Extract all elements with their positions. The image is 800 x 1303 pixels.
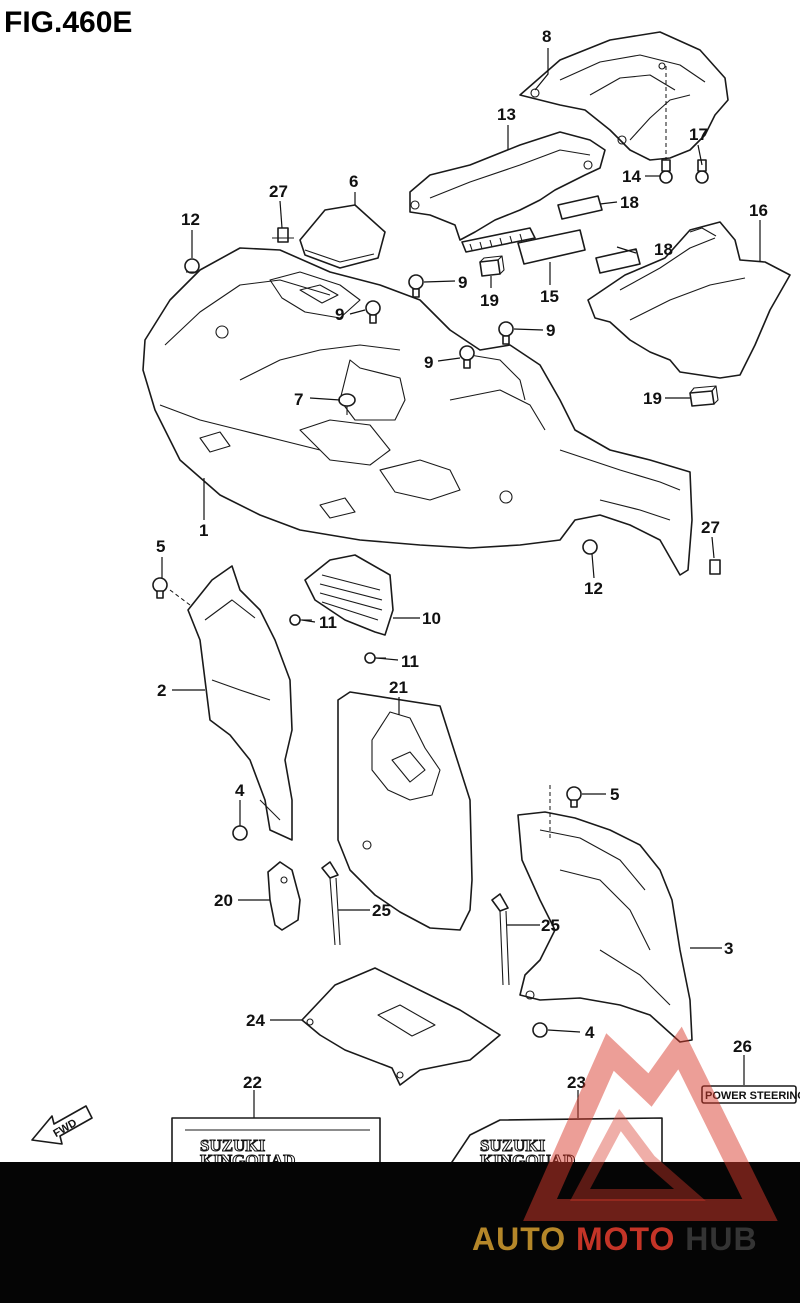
part-2-inner-fender-left [187, 565, 293, 841]
part-26-power-steering-label: POWER STEERING [701, 1085, 800, 1104]
part-1-front-fender [142, 247, 693, 576]
bottom-bar [0, 1162, 800, 1303]
fastener-4b [532, 1022, 548, 1038]
fastener-9d [459, 345, 475, 369]
callout-5a: 5 [156, 537, 165, 556]
part-21-panel [337, 691, 473, 931]
fastener-5a [152, 577, 168, 599]
callout-7: 7 [294, 390, 303, 409]
callout-25b: 25 [541, 916, 560, 935]
callout-labels: 8 13 17 14 18 6 27 12 16 9 18 9 19 15 9 … [156, 27, 768, 1092]
watermark-logo-mark [523, 1026, 778, 1221]
callout-21: 21 [389, 678, 408, 697]
fastener-5b [566, 786, 582, 808]
callout-20: 20 [214, 891, 233, 910]
part-16-inner-fender [587, 221, 791, 379]
watermark-moto: MOTO [576, 1221, 675, 1257]
fastener-11a [289, 614, 312, 626]
fastener-12b [582, 539, 598, 555]
part-8-rear-cover [519, 31, 729, 161]
callout-25a: 25 [372, 901, 391, 920]
callout-18a: 18 [620, 193, 639, 212]
part-15-plate [517, 229, 586, 265]
callout-24: 24 [246, 1011, 265, 1030]
callout-27a: 27 [269, 182, 288, 201]
part-20-bracket [267, 861, 301, 931]
callout-11b: 11 [401, 652, 419, 671]
callout-9a: 9 [458, 273, 467, 292]
fastener-4a [232, 825, 248, 841]
callout-4b: 4 [585, 1023, 595, 1042]
callout-15: 15 [540, 287, 559, 306]
callout-10: 10 [422, 609, 441, 628]
part-25a-cable-tie [321, 861, 341, 946]
watermark-auto: AUTO [472, 1221, 566, 1257]
callout-3: 3 [724, 939, 733, 958]
callout-16: 16 [749, 201, 768, 220]
callout-17: 17 [689, 125, 708, 144]
fastener-9a [408, 274, 424, 298]
watermark: AUTO MOTO HUB [472, 1026, 778, 1257]
callout-26: 26 [733, 1037, 752, 1056]
callout-23: 23 [567, 1073, 586, 1092]
part-19a-block [479, 255, 505, 277]
fastener-11b [364, 652, 386, 664]
fastener-9c [498, 321, 514, 345]
callout-27b: 27 [701, 518, 720, 537]
decal-suzuki-right: SUZUKI [480, 1136, 546, 1155]
part-18b-strip [595, 248, 641, 274]
callout-8: 8 [542, 27, 551, 46]
callout-11a: 11 [319, 613, 337, 632]
leader-lines [161, 48, 761, 1118]
callout-5b: 5 [610, 785, 619, 804]
part-19b-block [689, 385, 719, 407]
callout-1: 1 [199, 521, 208, 540]
decal-suzuki-left: SUZUKI [200, 1136, 266, 1155]
part-25b-cable-tie [491, 893, 510, 986]
watermark-hub: HUB [685, 1221, 757, 1257]
callout-9b: 9 [335, 305, 344, 324]
part-3-inner-fender-right [517, 811, 693, 1043]
part-6-lid [299, 204, 386, 269]
fastener-17 [695, 159, 709, 184]
fastener-9b [365, 300, 381, 324]
callout-9d: 9 [424, 353, 433, 372]
part-24-skid-plate [301, 967, 501, 1086]
watermark-text: AUTO MOTO HUB [472, 1221, 758, 1257]
fwd-text: FWD [51, 1117, 79, 1140]
callout-19a: 19 [480, 291, 499, 310]
fastener-14 [659, 159, 673, 184]
part-18a-strip [557, 195, 603, 220]
callout-9c: 9 [546, 321, 555, 340]
callout-12b: 12 [584, 579, 603, 598]
watermark-logo-inner [570, 1108, 706, 1201]
callout-14: 14 [622, 167, 641, 186]
callout-22: 22 [243, 1073, 262, 1092]
fastener-12a [184, 258, 200, 274]
callout-4a: 4 [235, 781, 245, 800]
callout-18b: 18 [654, 240, 673, 259]
power-steering-text: POWER STEERING [705, 1090, 800, 1102]
callout-6: 6 [349, 172, 358, 191]
part-23-decal-right: SUZUKI KINGQUAD [449, 1117, 663, 1171]
fastener-27b [709, 559, 721, 575]
callout-19b: 19 [643, 389, 662, 408]
fastener-27a [272, 227, 294, 243]
part-13-bracket [409, 131, 606, 253]
callout-12a: 12 [181, 210, 200, 229]
callout-13: 13 [497, 105, 516, 124]
callout-2: 2 [157, 681, 166, 700]
part-10-grille [304, 554, 394, 636]
fwd-arrow: FWD [31, 1105, 93, 1145]
figure-title: FIG.460E [4, 6, 132, 39]
